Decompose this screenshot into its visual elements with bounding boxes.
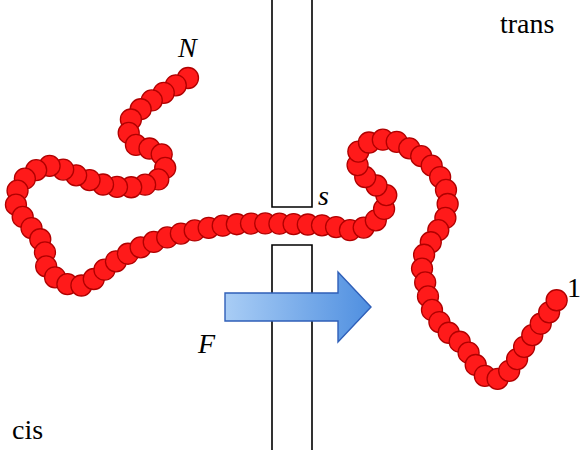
pore-wall-top (272, 0, 312, 207)
end-label: N (178, 34, 197, 62)
chain-guide (16, 78, 558, 380)
polymer-chain (5, 68, 567, 390)
monomer-bead (546, 290, 567, 311)
force-label: F (198, 330, 215, 358)
position-label: s (318, 182, 329, 210)
pore-wall-bottom (272, 245, 312, 450)
region-label: cis (12, 416, 43, 444)
end-label: 1 (567, 274, 581, 302)
region-label: trans (500, 10, 554, 38)
force-arrow (225, 272, 371, 342)
